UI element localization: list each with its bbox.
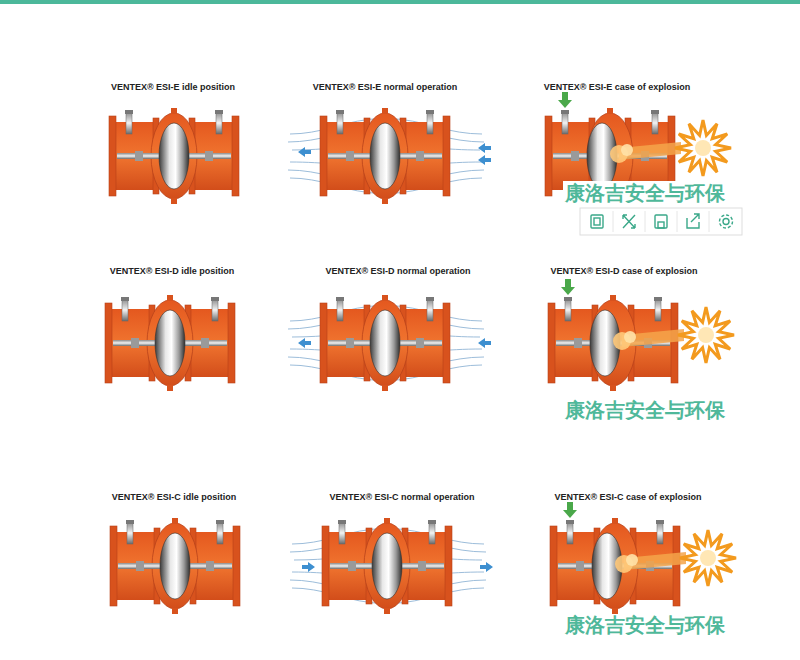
image-toolbar: [580, 208, 742, 235]
watermark: 康洛吉安全与环保: [563, 181, 727, 205]
valve-idle: [105, 295, 235, 391]
explosion-symbol: [558, 92, 731, 176]
valve-disc: [370, 310, 400, 376]
flow-arrow: [302, 562, 315, 572]
flow-lines: [290, 529, 486, 604]
panel-caption: VENTEX® ESI-D case of explosion: [550, 265, 697, 277]
panel-caption: VENTEX® ESI-E normal operation: [313, 81, 458, 93]
valve-disc: [159, 123, 189, 189]
valve-normal: [322, 518, 452, 614]
panel-caption: VENTEX® ESI-E idle position: [111, 81, 235, 93]
flow-arrow: [298, 147, 311, 157]
valve-disc: [372, 533, 402, 599]
panel-caption: VENTEX® ESI-C case of explosion: [554, 491, 701, 503]
valve-idle: [109, 108, 239, 204]
valve-disc: [155, 310, 185, 376]
watermark: 康洛吉安全与环保: [563, 398, 727, 422]
flow-lines: [288, 306, 484, 381]
flow-lines: [288, 119, 484, 194]
watermark: 康洛吉安全与环保: [563, 613, 727, 637]
panel-caption: VENTEX® ESI-D idle position: [110, 265, 235, 277]
panel-caption: VENTEX® ESI-E case of explosion: [544, 81, 691, 93]
flow-arrow: [478, 338, 491, 348]
flow-arrow: [478, 155, 491, 165]
valve-normal: [320, 108, 450, 204]
valve-normal: [320, 295, 450, 391]
panel-caption: VENTEX® ESI-D normal operation: [325, 265, 470, 277]
valve-idle: [110, 518, 240, 614]
panel-caption: VENTEX® ESI-C normal operation: [329, 491, 474, 503]
flow-arrow: [480, 562, 493, 572]
flow-arrow: [298, 338, 311, 348]
valve-disc: [160, 533, 190, 599]
flow-arrow: [478, 143, 491, 153]
panel-caption: VENTEX® ESI-C idle position: [112, 491, 237, 503]
top-bar: [0, 0, 800, 4]
explosion-symbol: [563, 502, 736, 586]
explosion-symbol: [561, 279, 734, 363]
valve-disc: [370, 123, 400, 189]
